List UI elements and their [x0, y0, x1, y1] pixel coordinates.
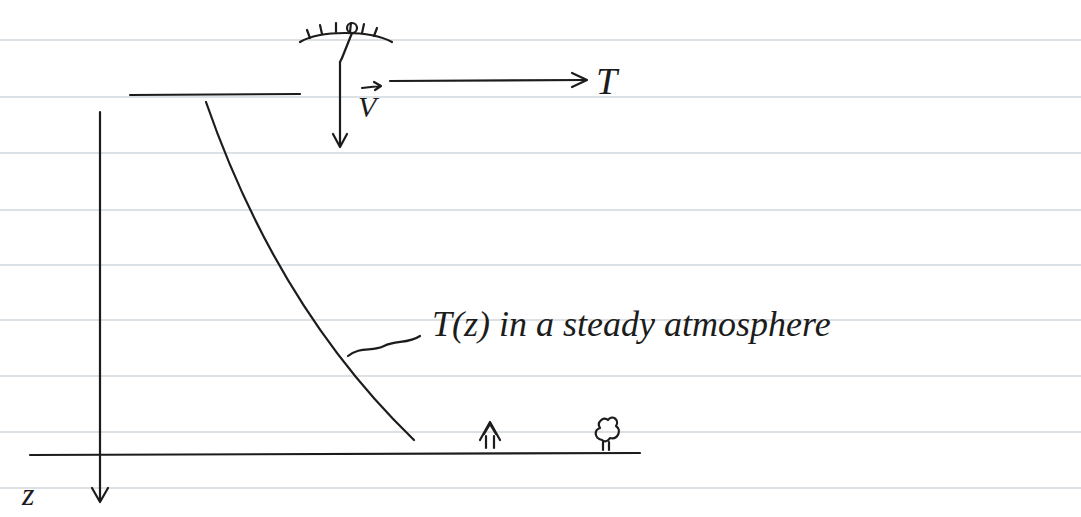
velocity-arrow — [339, 62, 341, 146]
temperature-arrow — [390, 80, 585, 81]
ground-line — [30, 453, 640, 455]
top-line — [130, 94, 300, 95]
velocity-label: V — [358, 92, 376, 122]
velocity-arrowhead — [333, 134, 347, 147]
temperature-arrowhead — [572, 73, 587, 87]
temperature-label: T — [596, 62, 617, 100]
z-arrowhead — [92, 488, 108, 502]
profile-note: T(z) in a steady atmosphere — [432, 306, 831, 342]
axis-label: z — [22, 478, 34, 510]
house-symbol — [480, 422, 500, 448]
ruled-lines — [0, 40, 1081, 488]
z-axis — [99, 112, 101, 500]
tree-symbol — [596, 418, 619, 450]
parachutist — [300, 23, 392, 62]
vector-mark — [362, 82, 381, 90]
temperature-curve — [206, 102, 414, 440]
leader-line — [348, 336, 420, 356]
